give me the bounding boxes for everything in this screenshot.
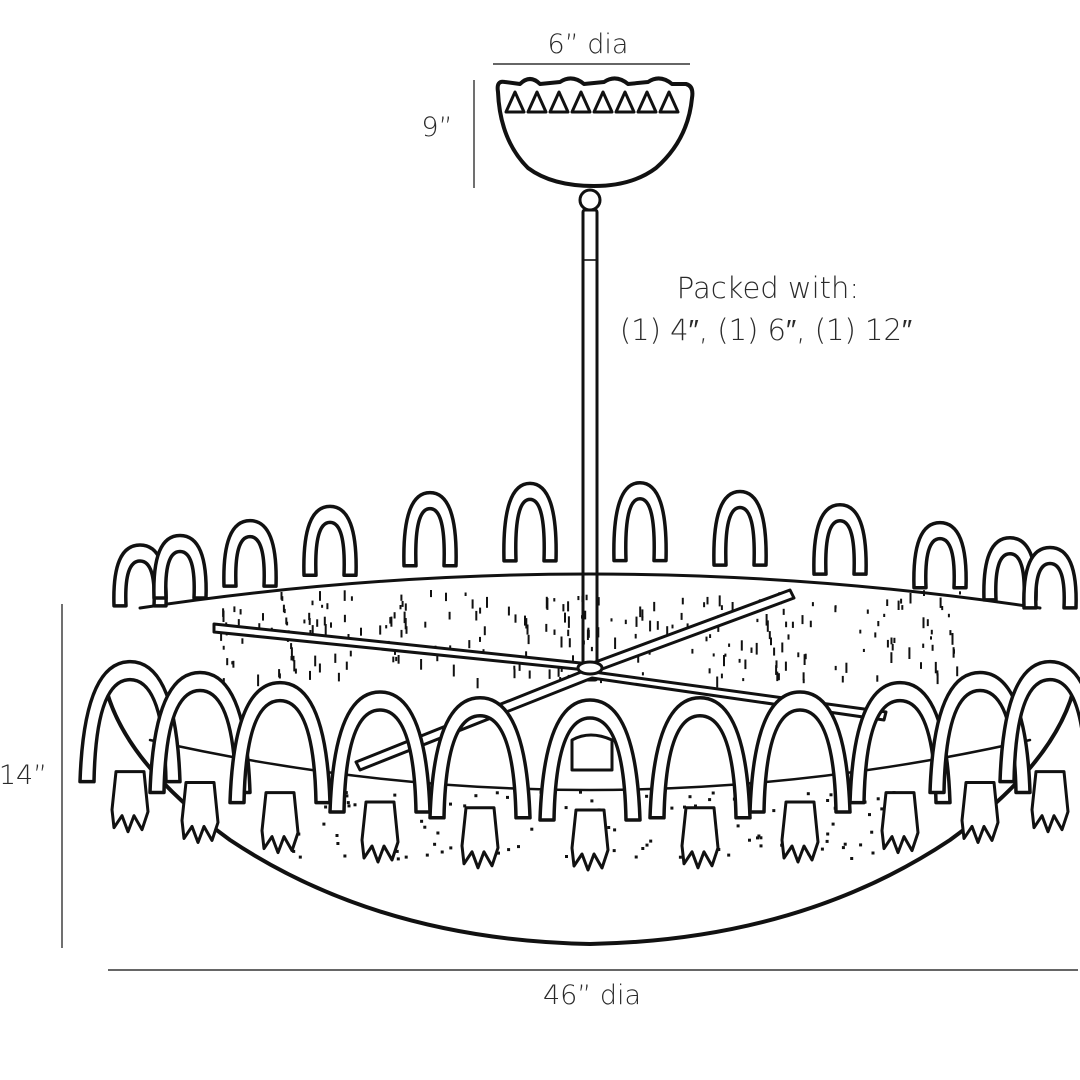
back-loop — [302, 504, 358, 578]
back-loop — [1022, 545, 1078, 610]
canopy-petal — [548, 90, 570, 114]
hand-pendant — [960, 780, 1000, 844]
hand-pendant — [880, 791, 920, 855]
packing-note-rods: (1) 4″, (1) 6″, (1) 12″ — [620, 313, 912, 347]
front-loop — [848, 680, 952, 855]
canopy-petal — [526, 90, 548, 114]
canopy-height-label: 9” — [421, 112, 452, 143]
hand-pendant — [110, 770, 150, 834]
back-loop — [712, 489, 768, 567]
front-loop — [148, 670, 252, 844]
canopy-petal — [636, 90, 658, 114]
front-loop — [648, 696, 752, 870]
canopy-petal — [504, 90, 526, 114]
light-arms — [212, 588, 888, 772]
front-loop — [998, 659, 1080, 834]
back-loop — [812, 503, 868, 576]
canopy-petal — [614, 90, 636, 114]
hand-pendant — [260, 791, 300, 855]
back-loop — [112, 543, 168, 608]
canopy-petal — [592, 90, 614, 114]
packing-note-title: Packed with: — [677, 271, 859, 305]
front-loop — [428, 696, 532, 870]
back-loop-ring — [112, 480, 1078, 610]
front-loop — [228, 680, 332, 855]
stem — [578, 188, 602, 682]
fixture-height-label: 14” — [0, 760, 47, 791]
canopy-scallops — [504, 90, 680, 114]
canopy-petal — [570, 90, 592, 114]
canopy — [495, 76, 695, 188]
hand-pendant — [1030, 770, 1070, 834]
canopy-diameter-label: 6” dia — [548, 29, 629, 60]
front-loop-ring — [78, 659, 1080, 872]
back-loop — [612, 480, 668, 563]
hand-pendant — [180, 780, 220, 844]
front-loop — [78, 659, 182, 834]
hand-pendant — [570, 808, 610, 872]
back-loop — [912, 520, 968, 590]
hand-pendant — [780, 800, 820, 864]
front-loop — [328, 690, 432, 864]
back-loop — [152, 533, 208, 600]
fixture-diameter-label: 46” dia — [543, 980, 641, 1011]
back-loop — [222, 518, 278, 588]
back-loop — [502, 481, 558, 563]
canopy-petal — [658, 90, 680, 114]
front-loop — [748, 690, 852, 864]
hand-pendant — [360, 800, 400, 864]
front-loop — [538, 698, 642, 872]
hand-pendant — [680, 806, 720, 870]
back-loop — [402, 490, 458, 568]
front-loop — [928, 670, 1032, 844]
hand-pendant — [460, 806, 500, 870]
